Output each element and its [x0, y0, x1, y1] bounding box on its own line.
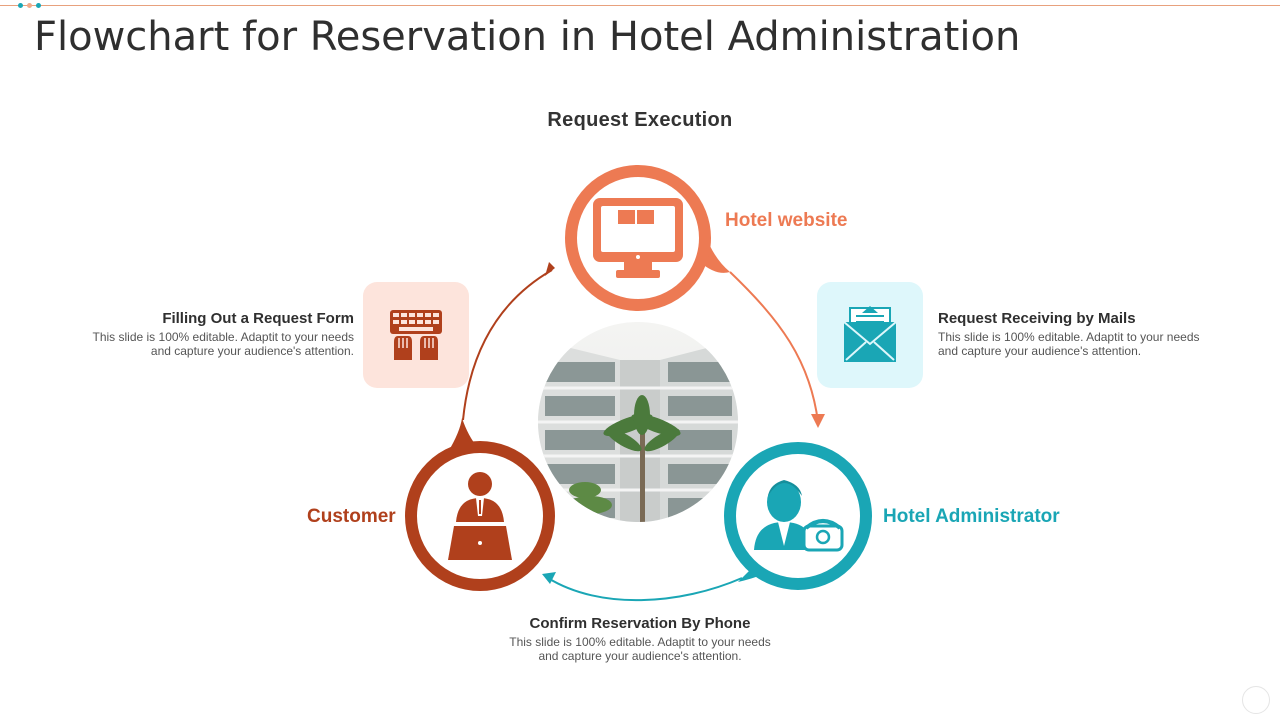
- node-customer: [405, 418, 555, 591]
- info-desc-line2: and capture your audience's attention.: [538, 649, 742, 663]
- hotel-courtyard-photo: [538, 322, 738, 522]
- diagram-subtitle: Request Execution: [547, 109, 733, 131]
- label-customer: Customer: [307, 506, 396, 527]
- info-request-mails: Request Receiving by Mails This slide is…: [938, 310, 1238, 358]
- node-hotel-website: [565, 165, 730, 311]
- info-title: Filling Out a Request Form: [162, 310, 354, 327]
- info-desc-line1: This slide is 100% editable. Adaptit to …: [938, 330, 1200, 344]
- info-desc-line2: and capture your audience's attention.: [150, 344, 354, 358]
- receptionist-phone-icon: [754, 480, 844, 552]
- person-laptop-icon: [448, 472, 512, 560]
- info-title: Request Receiving by Mails: [938, 310, 1136, 327]
- arrow-customer-to-website: [462, 262, 555, 421]
- card-request-form: [363, 282, 469, 388]
- info-desc-line2: and capture your audience's attention.: [938, 344, 1142, 358]
- arrow-administrator-to-customer: [542, 572, 743, 602]
- label-hotel-website: Hotel website: [725, 210, 848, 231]
- monitor-icon: [593, 198, 683, 278]
- accent-dot: [27, 3, 32, 8]
- info-desc-line1: This slide is 100% editable. Adaptit to …: [92, 330, 355, 344]
- info-desc-line1: This slide is 100% editable. Adaptit to …: [509, 635, 771, 649]
- mail-envelope-icon: [843, 306, 897, 362]
- keyboard-hands-icon: [390, 310, 442, 360]
- info-title: Confirm Reservation By Phone: [529, 615, 751, 632]
- slide-corner-marker: [1242, 686, 1270, 714]
- page-title: Flowchart for Reservation in Hotel Admin…: [34, 14, 1021, 60]
- accent-dot: [18, 3, 23, 8]
- accent-dot: [36, 3, 41, 8]
- label-hotel-administrator: Hotel Administrator: [883, 506, 1060, 527]
- node-hotel-administrator: [724, 442, 872, 590]
- info-confirm-phone: Confirm Reservation By Phone This slide …: [490, 615, 790, 663]
- arrow-website-to-administrator: [729, 271, 825, 428]
- top-accent-line: [0, 5, 1280, 6]
- info-request-form: Filling Out a Request Form This slide is…: [54, 310, 355, 358]
